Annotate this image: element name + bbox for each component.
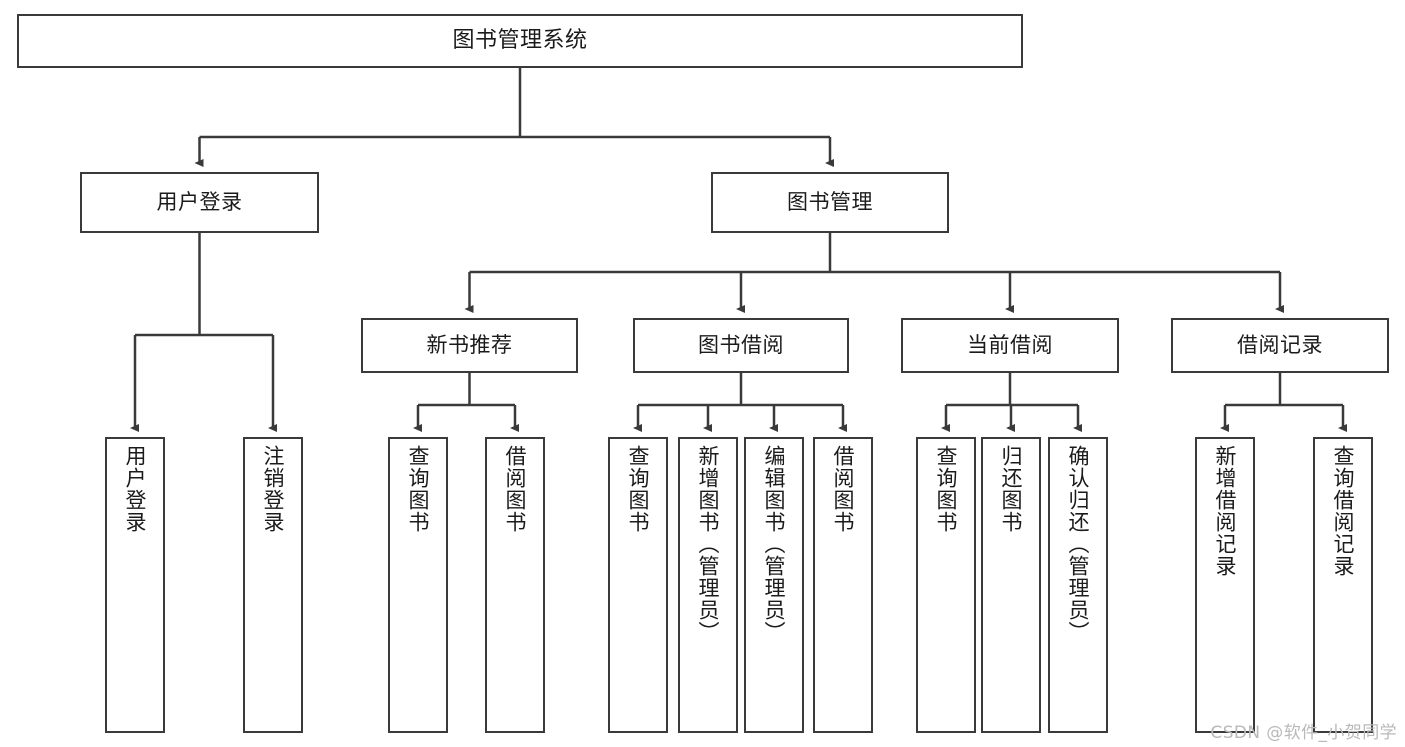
- node-label: 当前借阅: [967, 333, 1053, 358]
- node-label: 借阅图书: [503, 445, 528, 533]
- node-leaf-borrow-book-rec[interactable]: 借阅图书: [485, 437, 545, 733]
- node-leaf-query-book-rec[interactable]: 查询图书: [388, 437, 448, 733]
- node-label: 新增图书（管理员）: [696, 445, 721, 643]
- node-leaf-return-book[interactable]: 归还图书: [981, 437, 1041, 733]
- node-leaf-edit-book[interactable]: 编辑图书（管理员）: [744, 437, 804, 733]
- node-new-book-recommend[interactable]: 新书推荐: [361, 318, 578, 373]
- node-book-borrow[interactable]: 图书借阅: [633, 318, 849, 373]
- node-label: 借阅图书: [831, 445, 856, 533]
- node-book-management[interactable]: 图书管理: [711, 172, 949, 233]
- node-label: 新增借阅记录: [1213, 445, 1238, 577]
- node-label: 用户登录: [123, 445, 148, 533]
- node-label: 编辑图书（管理员）: [762, 445, 787, 643]
- node-leaf-user-logout[interactable]: 注销登录: [243, 437, 303, 733]
- node-label: 查询借阅记录: [1331, 445, 1356, 577]
- node-label: 借阅记录: [1237, 333, 1323, 358]
- node-label: 图书管理: [787, 190, 873, 215]
- node-label: 归还图书: [999, 445, 1024, 533]
- node-label: 图书管理系统: [452, 28, 588, 54]
- node-root[interactable]: 图书管理系统: [17, 14, 1023, 68]
- node-leaf-add-book[interactable]: 新增图书（管理员）: [678, 437, 738, 733]
- node-label: 用户登录: [156, 190, 243, 215]
- node-user-login[interactable]: 用户登录: [80, 172, 319, 233]
- node-label: 查询图书: [406, 445, 431, 533]
- node-leaf-query-record[interactable]: 查询借阅记录: [1313, 437, 1373, 733]
- node-label: 确认归还（管理员）: [1066, 445, 1091, 643]
- node-current-borrow[interactable]: 当前借阅: [901, 318, 1119, 373]
- node-borrow-record[interactable]: 借阅记录: [1171, 318, 1389, 373]
- node-leaf-confirm-return[interactable]: 确认归还（管理员）: [1048, 437, 1108, 733]
- node-leaf-query-book-cur[interactable]: 查询图书: [916, 437, 976, 733]
- node-label: 查询图书: [934, 445, 959, 533]
- node-leaf-borrow-book-brw[interactable]: 借阅图书: [813, 437, 873, 733]
- node-leaf-query-book-brw[interactable]: 查询图书: [608, 437, 668, 733]
- node-leaf-add-record[interactable]: 新增借阅记录: [1195, 437, 1255, 733]
- csdn-watermark: CSDN @软件_小贺同学: [1210, 723, 1397, 743]
- node-label: 新书推荐: [426, 333, 513, 358]
- node-label: 注销登录: [261, 445, 286, 533]
- node-leaf-user-login[interactable]: 用户登录: [105, 437, 165, 733]
- node-label: 图书借阅: [698, 333, 784, 358]
- node-label: 查询图书: [626, 445, 651, 533]
